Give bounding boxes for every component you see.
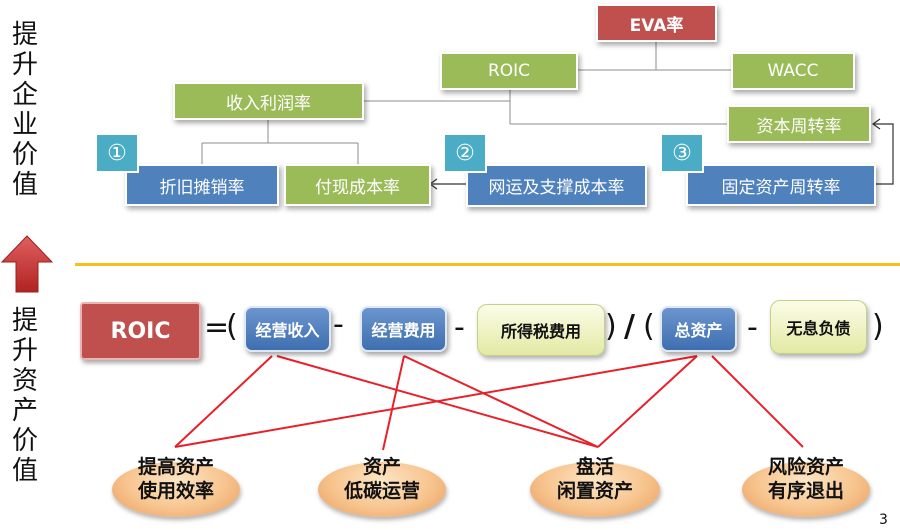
side-title-enterprise-value: 提升企业价值 <box>11 20 38 200</box>
equals-sign: = <box>204 310 230 345</box>
outcome-3-line-1: 盘活 <box>575 456 614 478</box>
outcome-1-line-1: 提高资产 <box>137 456 214 478</box>
side-title-asset-value: 提升资产价值 <box>11 306 38 486</box>
operating-revenue-box: 经营收入 <box>244 306 331 352</box>
outcome-ellipse-3 <box>530 462 660 517</box>
outcome-4-line-1: 风险资产 <box>767 456 844 478</box>
open-paren-1: ( <box>226 309 238 344</box>
minus-sign-3: - <box>747 310 758 345</box>
outcome-label-1: 提高资产 使用效率 <box>96 455 256 503</box>
outcome-label-2: 资产 低碳运营 <box>302 455 462 503</box>
total-assets-box: 总资产 <box>660 306 737 352</box>
cash-cost-rate-box: 付现成本率 <box>284 164 431 206</box>
outcome-ellipse-1 <box>112 462 240 517</box>
income-margin-box: 收入利润率 <box>173 82 364 120</box>
wacc-box: WACC <box>731 52 855 90</box>
operating-expense-box: 经营费用 <box>360 306 447 352</box>
close-paren-1: ) <box>605 309 617 344</box>
outcome-label-3: 盘活 闲置资产 <box>515 455 675 503</box>
roic-box: ROIC <box>440 52 578 90</box>
fixed-asset-turnover-box: 固定资产周转率 <box>686 164 876 206</box>
badge-2: ② <box>443 133 487 173</box>
division-slash: / <box>624 309 635 344</box>
outcome-1-line-2: 使用效率 <box>137 480 214 502</box>
minus-sign-1: - <box>333 307 344 342</box>
close-paren-2: ) <box>872 309 884 344</box>
interest-free-liabilities-box: 无息负债 <box>770 300 867 354</box>
network-support-cost-box: 网运及支撑成本率 <box>466 164 647 207</box>
outcome-label-4: 风险资产 有序退出 <box>726 455 886 503</box>
roic-formula-box: ROIC <box>80 302 201 360</box>
badge-1: ① <box>95 133 139 173</box>
depreciation-rate-box: 折旧摊销率 <box>125 164 279 206</box>
income-tax-expense-box: 所得税费用 <box>477 304 605 356</box>
outcome-ellipse-4 <box>742 462 870 517</box>
up-arrow-icon <box>0 235 54 293</box>
eva-rate-box: EVA率 <box>596 4 717 42</box>
tree-connectors <box>201 40 894 190</box>
outcome-3-line-2: 闲置资产 <box>556 480 633 502</box>
outcome-2-line-1: 资产 <box>362 456 401 478</box>
open-paren-2: ( <box>643 309 655 344</box>
badge-3: ③ <box>660 133 704 173</box>
divider-line <box>75 263 900 266</box>
minus-sign-2: - <box>454 310 465 345</box>
page-number: 3 <box>879 512 888 528</box>
outcome-2-line-2: 低碳运营 <box>343 480 420 502</box>
capital-turnover-box: 资本周转率 <box>727 105 871 143</box>
outcome-4-line-2: 有序退出 <box>767 480 844 502</box>
outcome-ellipse-2 <box>318 462 446 517</box>
